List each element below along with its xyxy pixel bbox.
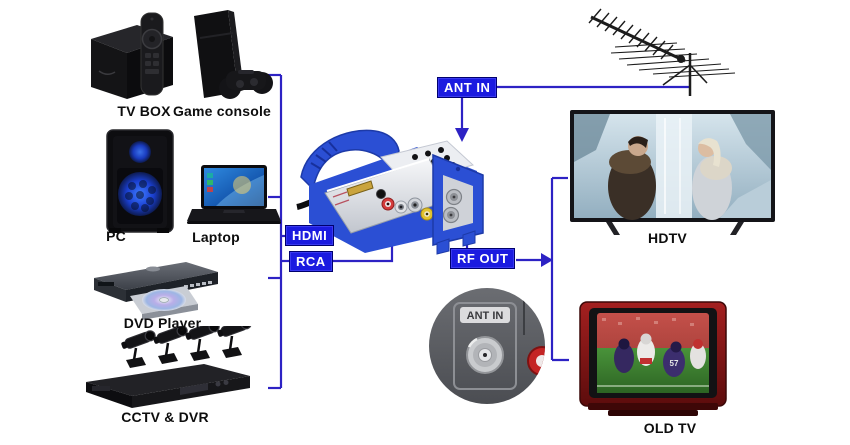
hdtv-label: HDTV: [648, 230, 687, 246]
rca-jack-silver: [407, 197, 423, 213]
old-tv-label: OLD TV: [643, 420, 697, 436]
hdtv-screen-scene: [574, 114, 771, 220]
game-console-label: Game console: [172, 103, 272, 119]
gamepad: [219, 70, 273, 99]
remote-control: [140, 12, 164, 96]
disc-tray: [130, 286, 198, 320]
antenna-illustration: [588, 8, 736, 96]
rf-modulator-illustration: [296, 129, 484, 255]
ir-jack: [376, 189, 386, 199]
pc-illustration: [106, 129, 174, 233]
rca-jack-white: [394, 200, 408, 214]
cctv-cameras: [121, 326, 252, 368]
tv-box-label: TV BOX: [117, 103, 171, 119]
rf-out-tag: RF OUT: [450, 248, 516, 269]
hdmi-port: [346, 180, 374, 197]
inset-rca-red: [527, 346, 545, 376]
cctv-dvr-illustration: [86, 326, 252, 408]
coax-connector: [445, 188, 463, 206]
ant-in-tag: ANT IN: [437, 77, 498, 98]
game-console-illustration: [194, 10, 273, 99]
rca-jack-red: [381, 197, 395, 211]
modulator-handle: [300, 129, 400, 191]
hdmi-tag: HDMI: [285, 225, 335, 246]
dvd-player-illustration: [94, 262, 218, 320]
inset-coax-port: [466, 336, 504, 374]
inset-ant-in-label: ANT IN: [467, 310, 504, 322]
laptop-label: Laptop: [192, 229, 240, 245]
rfout-arrowhead: [541, 253, 553, 267]
antin-arrowhead: [455, 128, 469, 142]
laptop-illustration: [187, 165, 281, 224]
old-tv-screen-scene: 57: [597, 313, 709, 393]
dvr-box: [86, 364, 250, 408]
jersey-number: 57: [670, 359, 679, 368]
ant-in-inset-photo: ANT IN: [429, 288, 545, 404]
rca-tag: RCA: [289, 251, 333, 272]
old-tv-illustration: 57: [579, 301, 727, 416]
modulator-rf-section: [432, 153, 484, 255]
hdtv-legs: [606, 222, 744, 235]
hdtv-illustration: [570, 110, 775, 235]
tv-box-illustration: [91, 12, 173, 99]
cctv-dvr-label: CCTV & DVR: [121, 409, 209, 425]
rca-jack-yellow: [420, 207, 434, 221]
pc-label: PC: [106, 228, 126, 244]
dvd-player-label: DVD Player: [123, 315, 202, 331]
modulator-front-panel: [324, 158, 454, 234]
coax-connector-2: [442, 206, 460, 224]
